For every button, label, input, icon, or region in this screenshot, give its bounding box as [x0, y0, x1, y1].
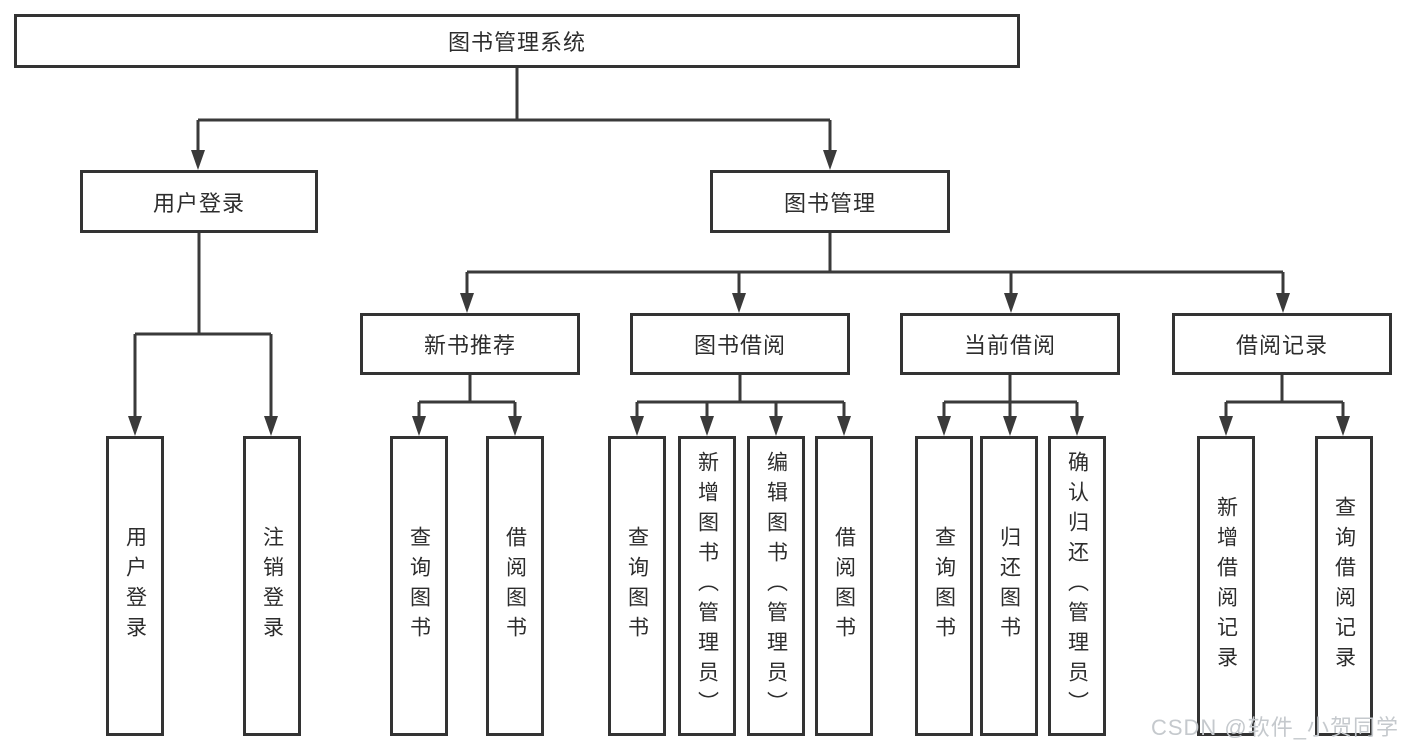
- leaf-add-borrow-record: 新增借阅记录: [1197, 436, 1255, 736]
- leaf-add-books-admin: 新增图书（管理员）: [678, 436, 736, 736]
- leaf-user-login: 用户登录: [106, 436, 164, 736]
- leaf-logout: 注销登录: [243, 436, 301, 736]
- leaf-label: 新增图书（管理员）: [695, 451, 719, 721]
- leaf-label: 确认归还（管理员）: [1065, 451, 1089, 721]
- leaf-borrow-books: 借阅图书: [815, 436, 873, 736]
- leaf-query-books: 查询图书: [390, 436, 448, 736]
- leaf-label: 查询图书: [625, 526, 649, 646]
- node-borrowing-records: 借阅记录: [1172, 313, 1392, 375]
- leaf-label: 归还图书: [997, 526, 1021, 646]
- leaf-return-books: 归还图书: [980, 436, 1038, 736]
- leaf-label: 借阅图书: [503, 526, 527, 646]
- leaf-label: 新增借阅记录: [1214, 496, 1238, 676]
- leaf-confirm-return-admin: 确认归还（管理员）: [1048, 436, 1106, 736]
- leaf-edit-books-admin: 编辑图书（管理员）: [747, 436, 805, 736]
- leaf-label: 注销登录: [260, 526, 284, 646]
- node-library-management-system: 图书管理系统: [14, 14, 1020, 68]
- leaf-query-borrow-record: 查询借阅记录: [1315, 436, 1373, 736]
- leaf-label: 查询图书: [932, 526, 956, 646]
- leaf-borrow-books: 借阅图书: [486, 436, 544, 736]
- node-new-book-recommendation: 新书推荐: [360, 313, 580, 375]
- leaf-label: 查询借阅记录: [1332, 496, 1356, 676]
- node-book-borrowing: 图书借阅: [630, 313, 850, 375]
- node-user-login: 用户登录: [80, 170, 318, 233]
- leaf-label: 查询图书: [407, 526, 431, 646]
- leaf-label: 用户登录: [123, 526, 147, 646]
- node-book-management: 图书管理: [710, 170, 950, 233]
- node-current-borrowing: 当前借阅: [900, 313, 1120, 375]
- leaf-query-books: 查询图书: [915, 436, 973, 736]
- leaf-label: 借阅图书: [832, 526, 856, 646]
- leaf-label: 编辑图书（管理员）: [764, 451, 788, 721]
- csdn-watermark: CSDN @软件_小贺同学: [1150, 715, 1399, 740]
- leaf-query-books: 查询图书: [608, 436, 666, 736]
